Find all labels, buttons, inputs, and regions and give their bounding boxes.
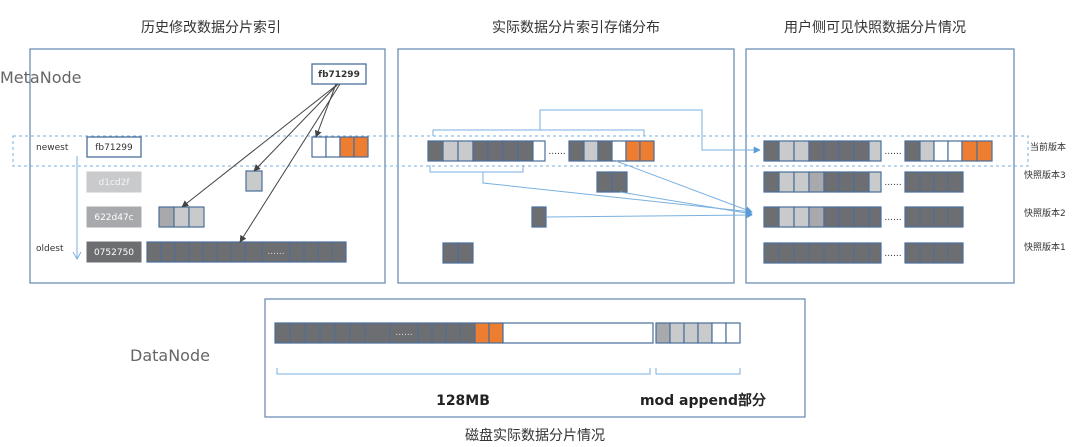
p1-v2-block (245, 170, 263, 192)
version-tag-3 (86, 206, 142, 228)
version-tag-4 (86, 241, 142, 263)
p1-pointer-arrows (181, 83, 341, 243)
disk-size-label: 128MB (436, 393, 490, 409)
version-tag-3-text: 622d47c (94, 213, 133, 223)
title-history-index: 历史修改数据分片索引 (141, 19, 281, 36)
disk-append-blocks (655, 322, 741, 344)
disk-append-label: mod append部分 (640, 392, 766, 409)
p3-snap1-ellipsis: ...... (884, 249, 901, 259)
version-tag-top (311, 63, 367, 85)
metanode-label: MetaNode (0, 68, 81, 87)
version-tag-top-text: fb71299 (318, 70, 360, 80)
p1-oldest-blocks (146, 241, 347, 263)
p3-snapshot3-row (763, 171, 964, 193)
label-snapshot-3: 快照版本3 (1024, 169, 1066, 181)
datanode-label: DataNode (130, 346, 210, 365)
disk-brackets (276, 368, 741, 375)
p3-snap2-ellipsis: ...... (884, 213, 901, 223)
timeline-arrow-head (72, 251, 82, 261)
p1-v3-blocks (158, 206, 205, 228)
p2-brackets (429, 109, 761, 219)
p3-snapshot1-row (763, 242, 964, 264)
p2-current-ellipsis: ...... (548, 147, 565, 157)
p2-current-row (427, 140, 655, 162)
newest-label: newest (36, 143, 69, 153)
panel-disk (264, 298, 806, 418)
title-user-view: 用户侧可见快照数据分片情况 (784, 19, 966, 36)
p1-oldest-ellipsis: ...... (267, 247, 284, 257)
disk-extent-128mb (274, 322, 654, 344)
p3-current-row (763, 140, 993, 162)
label-snapshot-2: 快照版本2 (1024, 207, 1066, 219)
version-tag-4-text: 0752750 (94, 248, 134, 258)
p3-snapshot2-row (763, 206, 964, 228)
p3-snap3-ellipsis: ...... (884, 178, 901, 188)
version-tag-newest-text: fb71299 (95, 143, 133, 153)
p2-other-blocks (442, 171, 628, 264)
version-tag-2-text: d1cd2f (99, 178, 131, 188)
p3-current-ellipsis: ...... (884, 147, 901, 157)
p1-newest-blocks (311, 136, 369, 158)
version-tag-2 (86, 171, 142, 193)
label-current-version: 当前版本 (1030, 141, 1066, 153)
title-disk-actual: 磁盘实际数据分片情况 (465, 427, 605, 444)
title-storage-distribution: 实际数据分片索引存储分布 (492, 19, 660, 36)
version-tag-newest (86, 136, 142, 158)
label-snapshot-1: 快照版本1 (1024, 241, 1066, 253)
oldest-label: oldest (36, 244, 64, 254)
disk-ellipsis: ...... (395, 328, 412, 338)
